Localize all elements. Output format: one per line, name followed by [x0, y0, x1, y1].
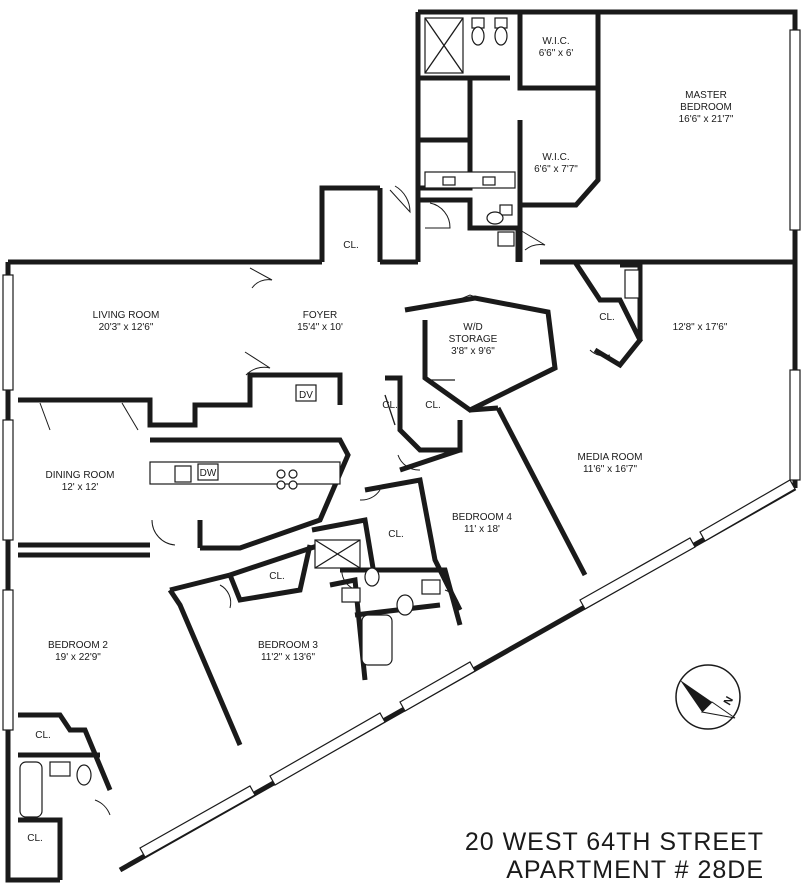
closet-label: CL. [269, 571, 285, 582]
compass-icon: N [675, 664, 741, 730]
bedroom-3-dims: 11'2" x 13'6" [261, 652, 316, 663]
wd-name-2: STORAGE [449, 334, 498, 345]
media-room-dims: 11'6" x 16'7" [583, 464, 638, 475]
closet-label: CL. [425, 400, 441, 411]
dining-room-name: DINING ROOM [46, 470, 115, 481]
closet-label: CL. [343, 240, 359, 251]
bedroom-4-name: BEDROOM 4 [452, 512, 512, 523]
foyer-dims: 15'4" x 10' [297, 322, 343, 333]
bedroom-2-name: BEDROOM 2 [48, 640, 108, 651]
master-dims: 16'6" x 21'7" [679, 114, 734, 125]
bedroom-4-dims: 11' x 18' [464, 524, 500, 535]
dining-room-dims: 12' x 12' [62, 482, 99, 493]
exterior-walls [5, 9, 798, 883]
upper-right-room-dims: 12'8" x 17'6" [673, 322, 728, 333]
bedroom-3-name: BEDROOM 3 [258, 640, 318, 651]
wd-name: W/D [463, 322, 482, 333]
wic-1-name: W.I.C. [542, 36, 569, 47]
foyer-name: FOYER [303, 310, 337, 321]
interior-walls [18, 12, 795, 880]
closet-label: CL. [27, 833, 43, 844]
wic-2-dims: 6'6" x 7'7" [534, 164, 578, 175]
dishwasher-label: DV [299, 390, 313, 401]
bedroom-2-dims: 19' x 22'9" [55, 652, 101, 663]
closet-label: CL. [599, 312, 615, 323]
master-name: MASTER [685, 90, 727, 101]
wic-1-dims: 6'6" x 6' [539, 48, 574, 59]
address-title: 20 WEST 64TH STREET [464, 828, 764, 856]
wic-2-name: W.I.C. [542, 152, 569, 163]
door-swings [39, 185, 611, 816]
apartment-title: APARTMENT # 28DE [506, 856, 764, 884]
fixtures [19, 17, 640, 818]
closet-label: CL. [35, 730, 51, 741]
room-labels: LIVING ROOM 20'3" x 12'6" FOYER 15'4" x … [46, 36, 734, 663]
living-room-dims: 20'3" x 12'6" [99, 322, 154, 333]
media-room-name: MEDIA ROOM [577, 452, 642, 463]
master-name-2: BEDROOM [680, 102, 732, 113]
living-room-name: LIVING ROOM [93, 310, 160, 321]
closet-labels: CL. CL. CL. CL. CL. CL. CL. CL. [27, 240, 615, 844]
closet-label: CL. [388, 529, 404, 540]
wd-dims: 3'8" x 9'6" [451, 346, 495, 357]
windows [2, 29, 801, 858]
dishwasher-label: DW [200, 468, 217, 479]
closet-label: CL. [382, 400, 398, 411]
